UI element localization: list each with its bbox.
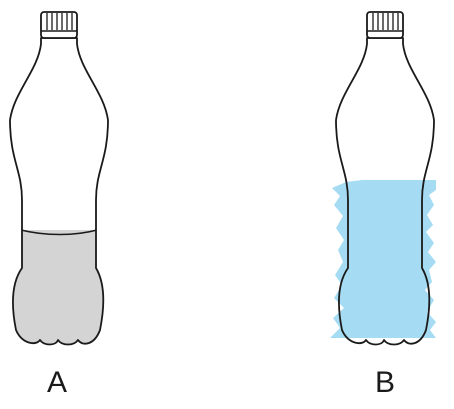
bottle-b-label: B: [355, 366, 415, 400]
bottle-a-label: A: [27, 366, 87, 400]
bottle-a: [0, 12, 130, 360]
bottle-a-liquid: [0, 230, 130, 360]
bottle-b-cap: [367, 12, 403, 38]
bottle-b: [330, 12, 436, 345]
bottle-a-cap: [41, 12, 77, 38]
bottle-b-liquid: [330, 180, 436, 338]
